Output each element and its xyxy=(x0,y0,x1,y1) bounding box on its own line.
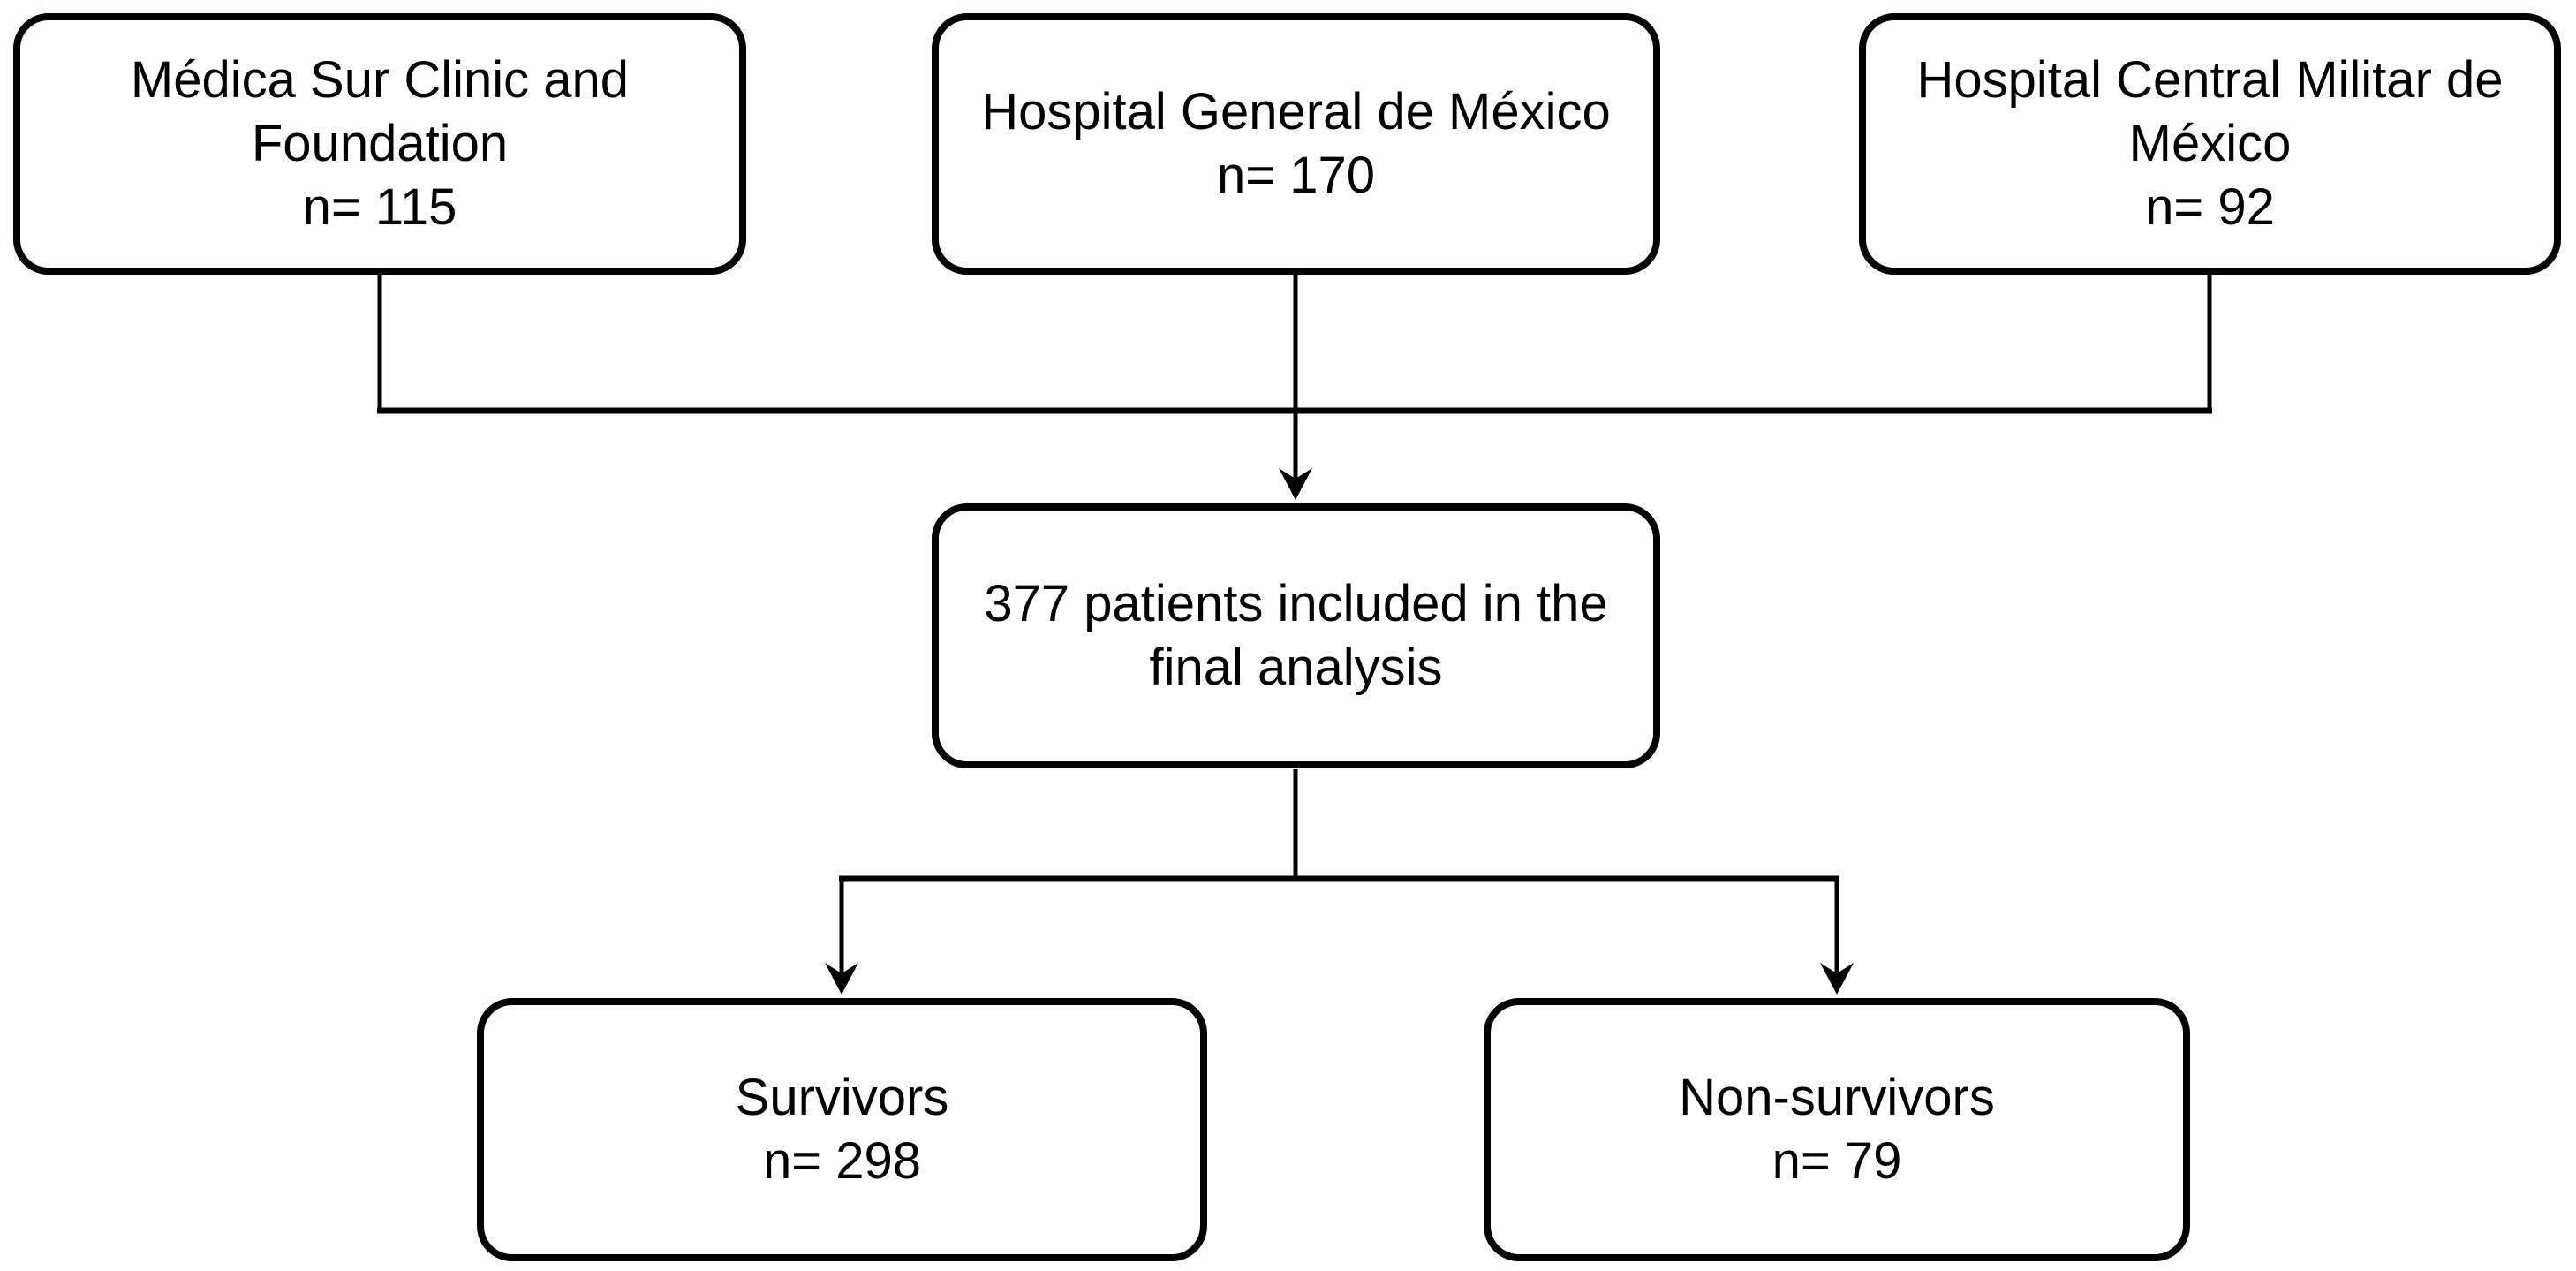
arrow-into-nonsurvivors-icon xyxy=(1820,963,1854,995)
node-non-survivors-label: Non-survivors n= 79 xyxy=(1679,1069,1995,1190)
node-hospital-militar: Hospital Central Militar de México n= 92 xyxy=(1859,13,2561,275)
node-hospital-general-label: Hospital General de México n= 170 xyxy=(981,83,1611,204)
node-included-patients-label: 377 patients included in the final analy… xyxy=(984,575,1608,696)
node-included-patients: 377 patients included in the final analy… xyxy=(932,503,1660,768)
arrow-into-survivors-icon xyxy=(825,963,858,995)
node-medica-sur-label: Médica Sur Clinic and Foundation n= 115 xyxy=(130,51,630,236)
node-hospital-militar-label: Hospital Central Militar de México n= 92 xyxy=(1916,51,2504,236)
node-non-survivors: Non-survivors n= 79 xyxy=(1484,998,2190,1261)
node-survivors-label: Survivors n= 298 xyxy=(735,1069,949,1190)
arrow-into-included-icon xyxy=(1279,468,1312,500)
node-hospital-general: Hospital General de México n= 170 xyxy=(932,13,1660,275)
node-medica-sur: Médica Sur Clinic and Foundation n= 115 xyxy=(13,13,746,275)
node-survivors: Survivors n= 298 xyxy=(477,998,1207,1261)
